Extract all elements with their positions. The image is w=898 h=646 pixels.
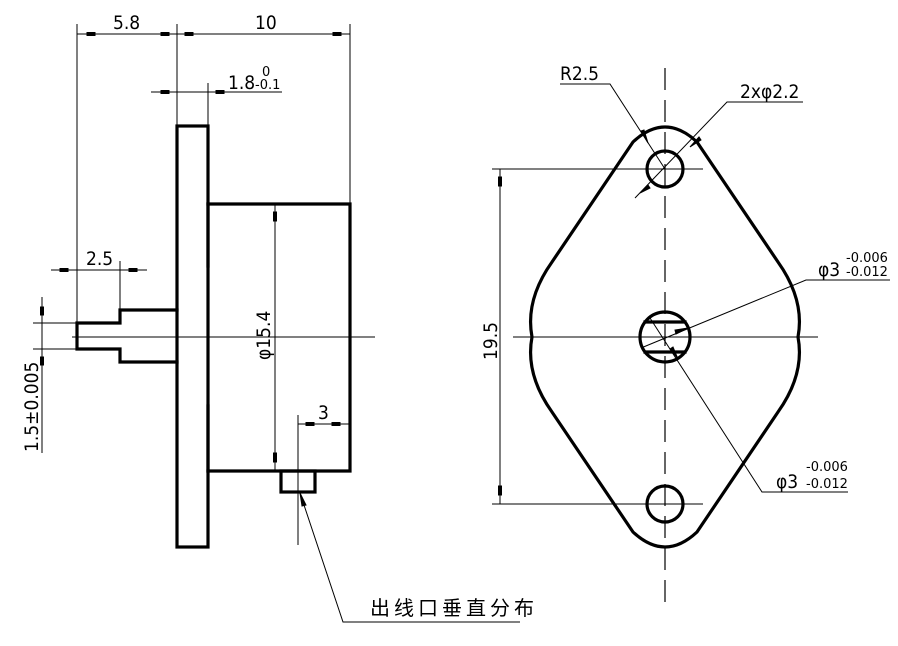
dim-mount-holes: 2xφ2.2 xyxy=(740,81,799,103)
arrow-mark xyxy=(639,184,651,194)
outlet-note: 出线口垂直分布 xyxy=(370,596,538,620)
dim-center-hole-top-upper: -0.006 xyxy=(846,251,888,266)
arrow-mark xyxy=(498,176,502,187)
arrow-mark xyxy=(332,32,342,36)
dim-19-5: 19.5 xyxy=(480,322,502,360)
shaft-outline xyxy=(75,308,179,364)
dim-body-diameter: φ15.4 xyxy=(253,311,275,360)
dim-r2-5: R2.5 xyxy=(560,63,599,85)
tol-lower: -0.1 xyxy=(255,78,280,93)
r2-5-leader xyxy=(560,83,666,170)
arrow-mark xyxy=(40,306,44,316)
dim-shaft-diameter: 1.5±0.005 xyxy=(21,362,43,452)
center-hole-leader-bottom xyxy=(649,317,848,493)
dim-5-8: 5.8 xyxy=(113,12,140,34)
note-leader xyxy=(299,492,520,623)
dim-1-8: 1.8 xyxy=(228,72,255,94)
mount-hole-top xyxy=(645,149,685,189)
mount-hole-bottom xyxy=(645,484,685,524)
arrow-mark xyxy=(299,492,307,507)
dim-2-5: 2.5 xyxy=(86,248,113,270)
arrow-mark xyxy=(305,422,315,426)
dim-10: 10 xyxy=(255,12,277,34)
dim-center-hole-bottom-upper: -0.006 xyxy=(806,460,848,475)
arrow-mark xyxy=(674,327,689,335)
center-shaft-hole xyxy=(638,310,692,364)
arrow-mark xyxy=(273,211,277,222)
dim-center-hole-top-base: φ3 xyxy=(818,259,840,281)
dim-center-hole-bottom-lower: -0.012 xyxy=(806,477,848,492)
arrow-mark xyxy=(184,32,194,36)
arrow-mark xyxy=(160,90,170,94)
dim-center-hole-bottom-base: φ3 xyxy=(776,471,798,493)
dim-center-hole-top-lower: -0.012 xyxy=(846,265,888,280)
front-view: R2.5 2xφ2.2 19.5 φ3 -0.006 -0.012 φ3 -0.… xyxy=(480,63,890,605)
flange-outline xyxy=(175,124,210,549)
center-hole-leader-top xyxy=(640,279,890,349)
arrow-mark xyxy=(40,356,44,366)
arrow-mark xyxy=(215,90,225,94)
arrow-mark xyxy=(59,268,69,272)
arrow-mark xyxy=(669,346,679,360)
arrow-mark xyxy=(689,136,702,148)
arrow-mark xyxy=(498,485,502,496)
arrow-mark xyxy=(160,32,170,36)
mount-hole-leader xyxy=(634,101,803,199)
arrow-mark xyxy=(640,129,649,144)
arrow-mark xyxy=(86,32,96,36)
flange-outline-front xyxy=(528,125,802,549)
arrow-mark xyxy=(331,422,341,426)
arrow-mark xyxy=(128,268,138,272)
body-top xyxy=(206,202,352,473)
dim-3: 3 xyxy=(318,402,329,424)
arrow-mark xyxy=(273,452,277,463)
tol-upper: 0 xyxy=(262,65,270,80)
side-view: 5.8 10 1.8 0 -0.1 2.5 1.5±0.005 φ15.4 xyxy=(21,12,538,623)
